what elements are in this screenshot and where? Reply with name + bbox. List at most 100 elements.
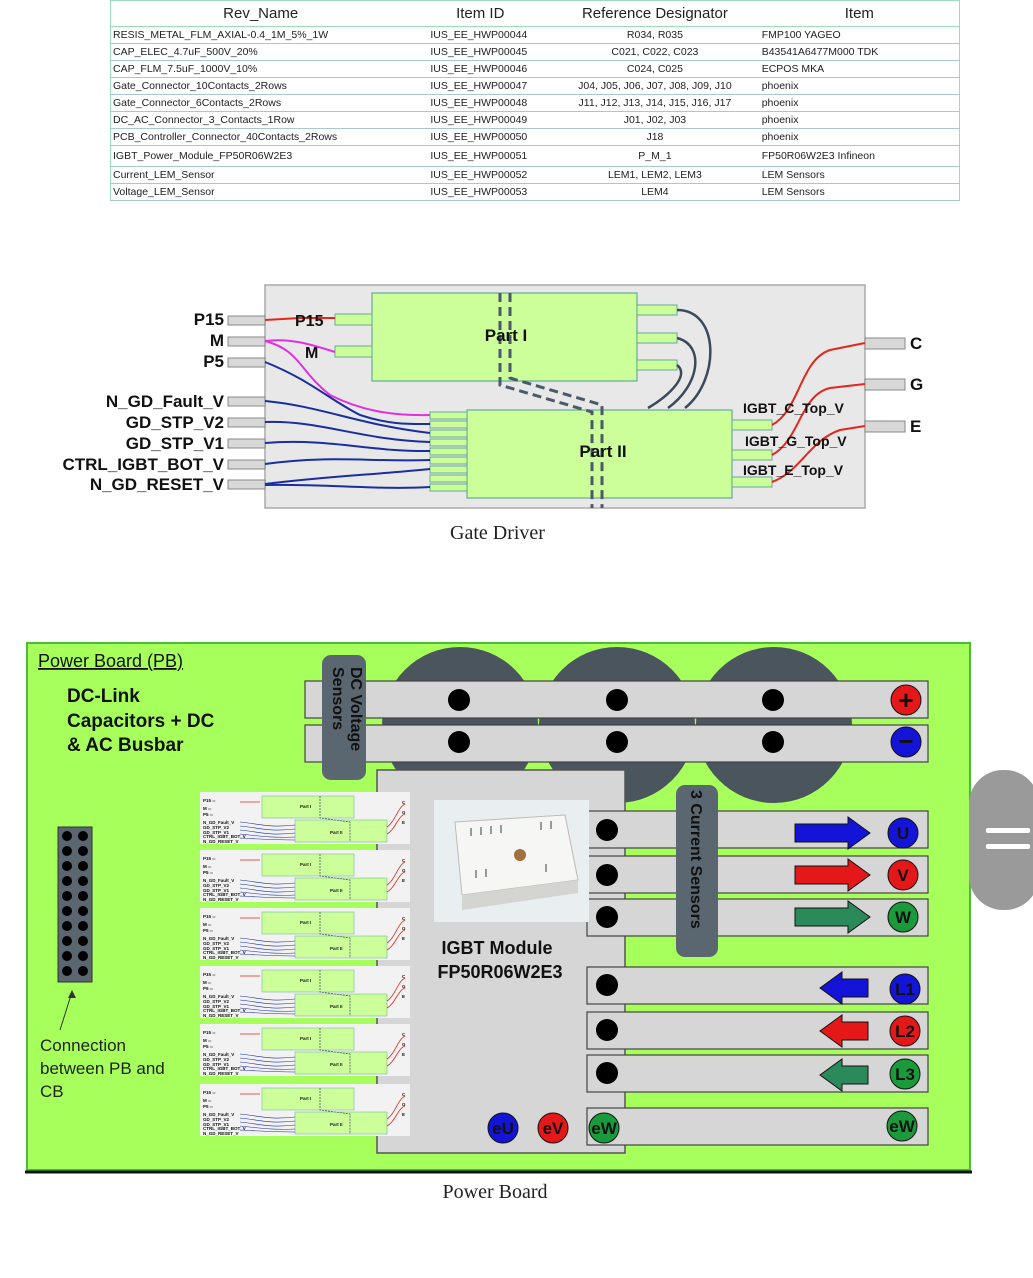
- terminal-ev-label: eV: [543, 1119, 564, 1138]
- bom-row: PCB_Controller_Connector_40Contacts_2Row…: [110, 128, 960, 146]
- arrow-v: [794, 858, 871, 892]
- connection-label-line1: Connection: [40, 1036, 126, 1055]
- positive-terminal-label: +: [898, 685, 913, 715]
- bom-cell-item: B43541A6477M000 TDK: [759, 43, 960, 61]
- mid-label-igbt-e-top-v: IGBT_E_Top_V: [743, 462, 844, 478]
- bom-cell-reference-designator: C021, C022, C023: [550, 43, 760, 61]
- terminal-ew-right-label: eW: [889, 1117, 915, 1136]
- connector-pin: [62, 891, 72, 901]
- line-busbar-l3: [586, 1054, 929, 1093]
- bom-cell-reference-designator: C024, C025: [550, 60, 760, 78]
- connector-pin: [62, 861, 72, 871]
- bom-cell-item: phoenix: [759, 77, 960, 95]
- arrow-l3: [819, 1058, 869, 1092]
- igbt-module-picture: [434, 800, 589, 922]
- out-label-g: G: [910, 375, 923, 394]
- bom-cell-item-id: IUS_EE_HWP00053: [410, 183, 551, 201]
- arrow-l1: [819, 971, 869, 1005]
- connector-pin: [62, 876, 72, 886]
- header-rev-name: Rev_Name: [110, 0, 411, 27]
- bom-cell-rev-name: CAP_FLM_7.5uF_1000V_10%: [110, 60, 411, 78]
- phase-busbar-u: [586, 810, 929, 849]
- bom-cell-reference-designator: J11, J12, J13, J14, J15, J16, J17: [550, 94, 760, 112]
- bom-cell-item-id: IUS_EE_HWP00051: [410, 145, 551, 167]
- current-sensors-label: 3 Current Sensors: [687, 790, 704, 929]
- current-sensor-block: [676, 785, 718, 957]
- bom-cell-reference-designator: R034, R035: [550, 26, 760, 44]
- bom-cell-item-id: IUS_EE_HWP00050: [410, 128, 551, 146]
- bom-cell-reference-designator: LEM4: [550, 183, 760, 201]
- connector-pin: [78, 951, 88, 961]
- power-board-caption: Power Board: [442, 1181, 548, 1203]
- terminal-l3-label: L3: [895, 1065, 915, 1084]
- pin-label-ctrl-igbt-bot-v: CTRL_IGBT_BOT_V: [62, 455, 224, 474]
- negative-terminal-label: −: [898, 726, 913, 756]
- bom-cell-item-id: IUS_EE_HWP00044: [410, 26, 551, 44]
- terminal-eu-label: eU: [492, 1119, 514, 1138]
- connector-pin: [78, 906, 88, 916]
- connector-pin: [62, 966, 72, 976]
- bom-cell-reference-designator: J01, J02, J03: [550, 111, 760, 129]
- power-board-title: Power Board (PB): [38, 651, 183, 671]
- negative-terminal: [890, 726, 922, 758]
- bom-cell-item-id: IUS_EE_HWP00045: [410, 43, 551, 61]
- pin-label-p15: P15: [194, 310, 224, 329]
- connector-pin: [78, 846, 88, 856]
- bom-cell-item: phoenix: [759, 94, 960, 112]
- connector-pin: [78, 861, 88, 871]
- arrow-u: [794, 816, 871, 850]
- bom-cell-reference-designator: J18: [550, 128, 760, 146]
- bom-cell-item: ECPOS MKA: [759, 60, 960, 78]
- pin-label-gd-stp-v2: GD_STP_V2: [126, 413, 224, 432]
- connector-pin: [78, 891, 88, 901]
- dc-voltage-sensors-line2: Sensors: [329, 667, 346, 730]
- inner-label-m: M: [305, 345, 318, 362]
- bom-cell-reference-designator: LEM1, LEM2, LEM3: [550, 166, 760, 184]
- bom-cell-item: LEM Sensors: [759, 183, 960, 201]
- mid-label-igbt-c-top-v: IGBT_C_Top_V: [743, 400, 845, 416]
- line-busbar-l2: [586, 1011, 929, 1050]
- connector-pin: [78, 876, 88, 886]
- connector-pin: [62, 921, 72, 931]
- connector-pin: [62, 951, 72, 961]
- side-panel-handle[interactable]: [969, 770, 1033, 910]
- connection-label-line2: between PB and: [40, 1059, 165, 1078]
- bom-cell-rev-name: IGBT_Power_Module_FP50R06W2E3: [110, 145, 411, 167]
- gate-driver-diagram: P15 M P5 N_GD_Fault_V GD_STP_V2 GD_STP_V…: [62, 284, 923, 509]
- bom-cell-rev-name: Gate_Connector_6Contacts_2Rows: [110, 94, 411, 112]
- bom-cell-item: LEM Sensors: [759, 166, 960, 184]
- bom-cell-rev-name: Current_LEM_Sensor: [110, 166, 411, 184]
- dc-link-label-line1: DC-Link: [67, 686, 140, 707]
- dc-link-label-line3: & AC Busbar: [67, 735, 184, 756]
- connector-pin: [62, 831, 72, 841]
- bom-cell-rev-name: DC_AC_Connector_3_Contacts_1Row: [110, 111, 411, 129]
- bom-cell-rev-name: CAP_ELEC_4.7uF_500V_20%: [110, 43, 411, 61]
- bom-cell-item-id: IUS_EE_HWP00047: [410, 77, 551, 95]
- bom-cell-item-id: IUS_EE_HWP00049: [410, 111, 551, 129]
- isolation-barrier: [498, 293, 604, 508]
- handle-bar: [986, 844, 1030, 849]
- out-label-e: E: [910, 417, 921, 436]
- input-pins: [227, 315, 266, 490]
- connector-pin: [62, 906, 72, 916]
- part-1-block: [371, 292, 638, 382]
- bom-cell-item-id: IUS_EE_HWP00048: [410, 94, 551, 112]
- handle-bar: [986, 828, 1030, 833]
- phase-busbar-w: [586, 898, 929, 937]
- pin-label-n-gd-fault-v: N_GD_Fault_V: [106, 392, 225, 411]
- bom-cell-item-id: IUS_EE_HWP00052: [410, 166, 551, 184]
- out-label-c: C: [910, 334, 922, 353]
- bom-cell-rev-name: Gate_Connector_10Contacts_2Rows: [110, 77, 411, 95]
- power-board-diagram: P15 ═M ═P5 ═ N_GD_Fault_VGD_STP_V2GD_STP…: [25, 642, 972, 1174]
- bom-table: Rev_Name Item ID Reference Designator It…: [110, 0, 960, 201]
- igbt-module-label-line1: IGBT Module: [442, 938, 553, 958]
- part-2-block: [466, 409, 733, 499]
- bom-cell-item-id: IUS_EE_HWP00046: [410, 60, 551, 78]
